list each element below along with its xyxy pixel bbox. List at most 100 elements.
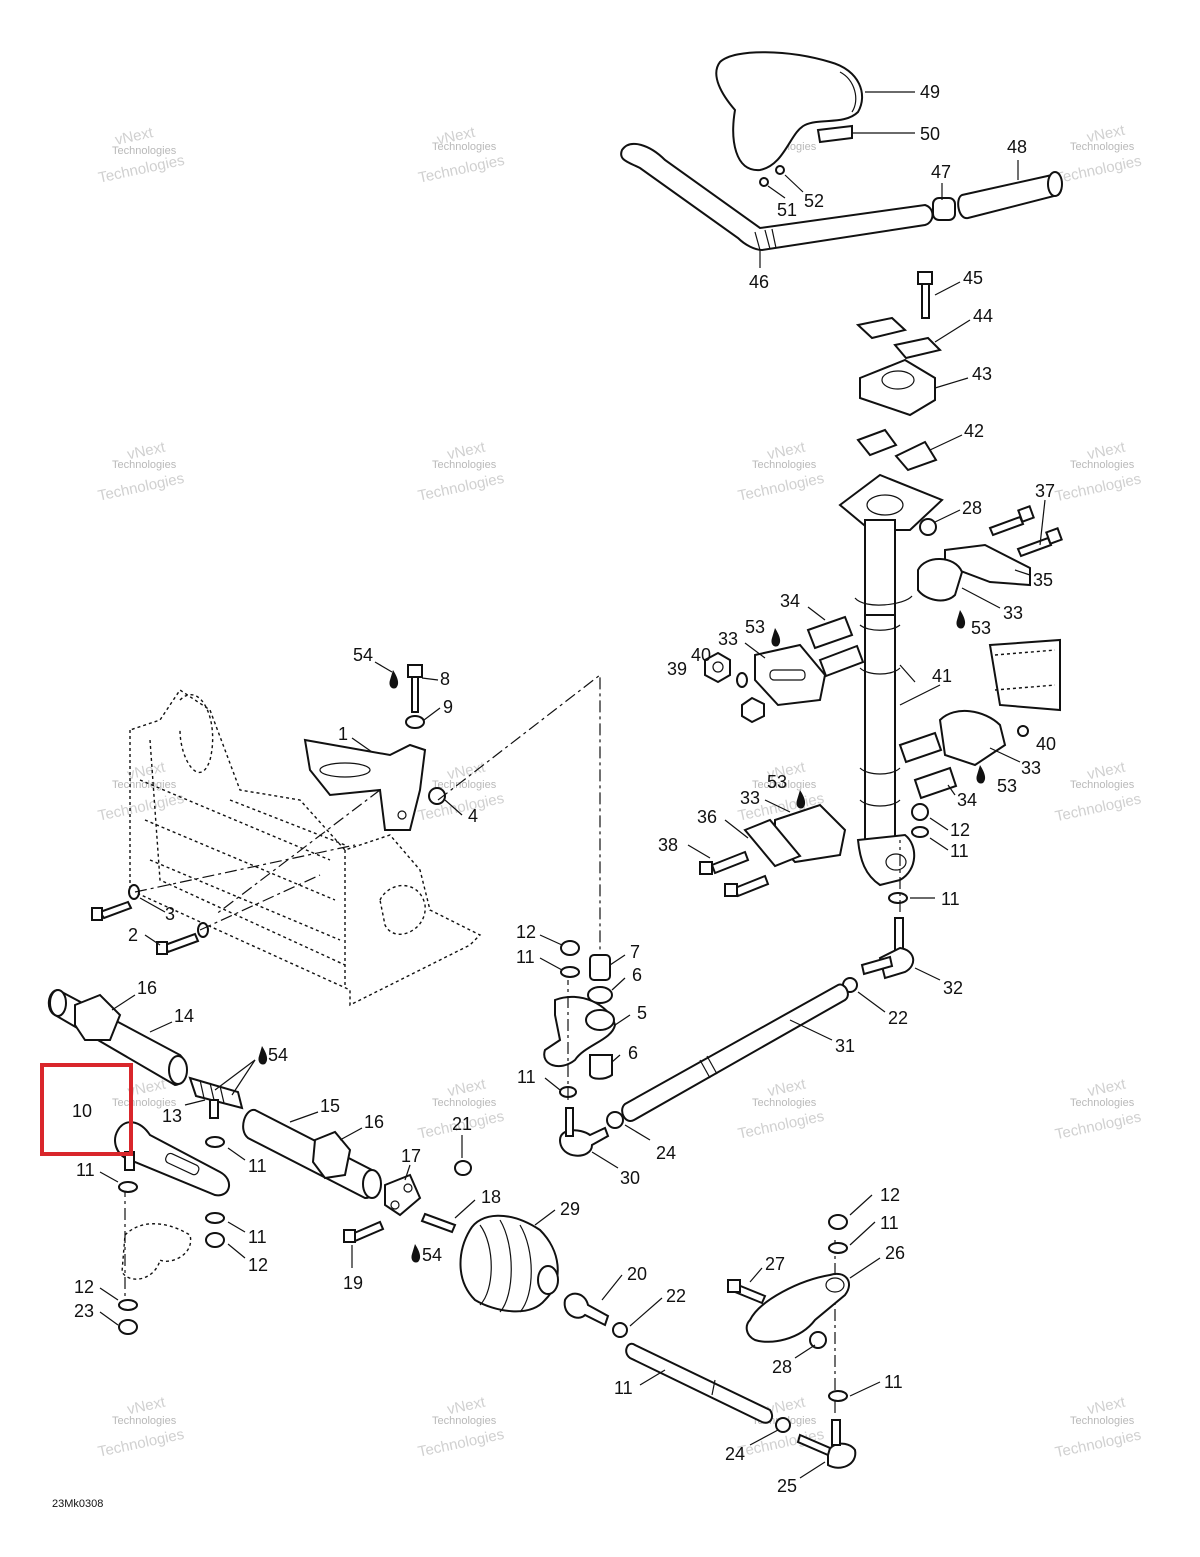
plate-44: [855, 316, 908, 340]
callout-7: 7: [630, 942, 640, 962]
callout-15: 15: [320, 1096, 340, 1116]
svg-text:Technologies: Technologies: [1070, 1415, 1135, 1427]
callout-11d: 11: [517, 1067, 536, 1087]
svg-text:Technologies: Technologies: [112, 145, 177, 157]
bushing-6b: [589, 1054, 613, 1080]
watermark: vNext Technologies Technologies: [96, 759, 185, 825]
svg-text:Technologies: Technologies: [1053, 1427, 1142, 1462]
callout-31: 31: [835, 1036, 855, 1056]
bolt-38: [710, 850, 750, 875]
washer-11f: [118, 1181, 138, 1193]
bushing-33a: [917, 558, 964, 602]
washer-11g: [205, 1212, 225, 1224]
washer-40a: [736, 672, 748, 688]
highlight-box: [40, 1063, 133, 1156]
washer-3: [128, 884, 140, 900]
clamp-33b: [754, 643, 827, 707]
svg-text:Technologies: Technologies: [736, 1108, 825, 1143]
svg-text:Technologies: Technologies: [1053, 471, 1142, 506]
callout-8: 8: [440, 669, 450, 689]
callout-11f: 11: [76, 1160, 95, 1180]
callout-53a: 53: [745, 617, 765, 637]
bolt-18: [420, 1212, 457, 1234]
nut-12e: [828, 1214, 848, 1230]
callout-33d: 33: [740, 788, 760, 808]
washer-9: [405, 715, 425, 729]
callout-24a: 24: [656, 1143, 676, 1163]
lower-linkage: [459, 1214, 857, 1469]
callout-11g: 11: [248, 1227, 267, 1247]
nut-12d: [118, 1319, 138, 1335]
nut-39: [704, 651, 731, 684]
bolt-19: [350, 1220, 385, 1243]
svg-text:Technologies: Technologies: [752, 1097, 817, 1109]
watermark: vNext Technologies Technologies: [1053, 1394, 1142, 1462]
callout-9: 9: [443, 697, 453, 717]
watermark: vNext Technologies Technologies: [736, 439, 825, 505]
svg-text:Technologies: Technologies: [112, 1097, 177, 1109]
svg-text:Technologies: Technologies: [96, 1426, 185, 1461]
nut-16a: [74, 993, 122, 1041]
bracket-17: [384, 1173, 422, 1217]
tie-rod-23: [625, 1342, 773, 1424]
callout-33c: 33: [1021, 758, 1041, 778]
spacer-47: [932, 197, 956, 221]
watermark: vNext Technologies Technologies: [1053, 759, 1142, 826]
bolt-2b: [163, 932, 200, 954]
callout-54c: 54: [422, 1245, 442, 1265]
leader-lines: [99, 91, 1046, 1479]
bolt-45: [917, 271, 933, 285]
svg-text:Technologies: Technologies: [96, 470, 185, 505]
callout-45: 45: [963, 268, 983, 288]
callout-48: 48: [1007, 137, 1027, 157]
callout-12b: 12: [516, 922, 536, 942]
svg-text:Technologies: Technologies: [432, 459, 497, 471]
tie-rod-31: [621, 983, 849, 1122]
watermark: vNext Technologies Technologies: [1054, 122, 1143, 188]
callout-27: 27: [765, 1254, 785, 1274]
watermark: vNext Technologies Technologies: [736, 1075, 825, 1142]
nut-12a: [911, 803, 929, 821]
drop-icon: [389, 670, 399, 689]
callout-5: 5: [637, 1003, 647, 1023]
nut-21: [454, 1160, 472, 1176]
callout-35: 35: [1033, 570, 1053, 590]
callout-53d: 53: [997, 776, 1017, 796]
boot-29: [459, 1214, 559, 1313]
bushing-34a: [806, 615, 854, 650]
callout-40b: 40: [1036, 734, 1056, 754]
watermark: vNext Technologies Technologies: [96, 439, 185, 505]
callout-11h: 11: [880, 1213, 899, 1233]
washer-11i: [828, 1242, 848, 1254]
tube-14: [47, 988, 187, 1087]
callout-53c: 53: [767, 772, 787, 792]
bolt-8: [407, 664, 423, 678]
callout-28b: 28: [772, 1357, 792, 1377]
nut-12c: [205, 1232, 225, 1248]
nut-22b: [612, 1322, 628, 1338]
drop-icon: [796, 790, 806, 809]
callout-47: 47: [931, 162, 951, 182]
callout-54b: 54: [268, 1045, 288, 1065]
drop-icon: [258, 1046, 268, 1065]
screw-51: [759, 177, 769, 187]
callout-6b: 6: [628, 1043, 638, 1063]
arm-10: [114, 1121, 230, 1197]
callout-29: 29: [560, 1199, 580, 1219]
callout-12a: 12: [950, 820, 970, 840]
watermark: vNext Technologies Technologies: [96, 1394, 185, 1461]
handlebar-bar: [620, 142, 934, 252]
svg-text:Technologies: Technologies: [96, 790, 185, 825]
washer-11b: [888, 892, 908, 904]
drop-icon: [771, 628, 781, 647]
callout-30: 30: [620, 1168, 640, 1188]
svg-text:Technologies: Technologies: [1053, 791, 1142, 826]
callout-53b: 53: [971, 618, 991, 638]
bracket-assembly: [91, 664, 446, 955]
callout-2: 2: [128, 925, 138, 945]
left-linkage: [47, 988, 472, 1335]
column-shaft: [864, 519, 896, 631]
callout-40a: 40: [691, 645, 711, 665]
frame-outline: [129, 689, 482, 1007]
